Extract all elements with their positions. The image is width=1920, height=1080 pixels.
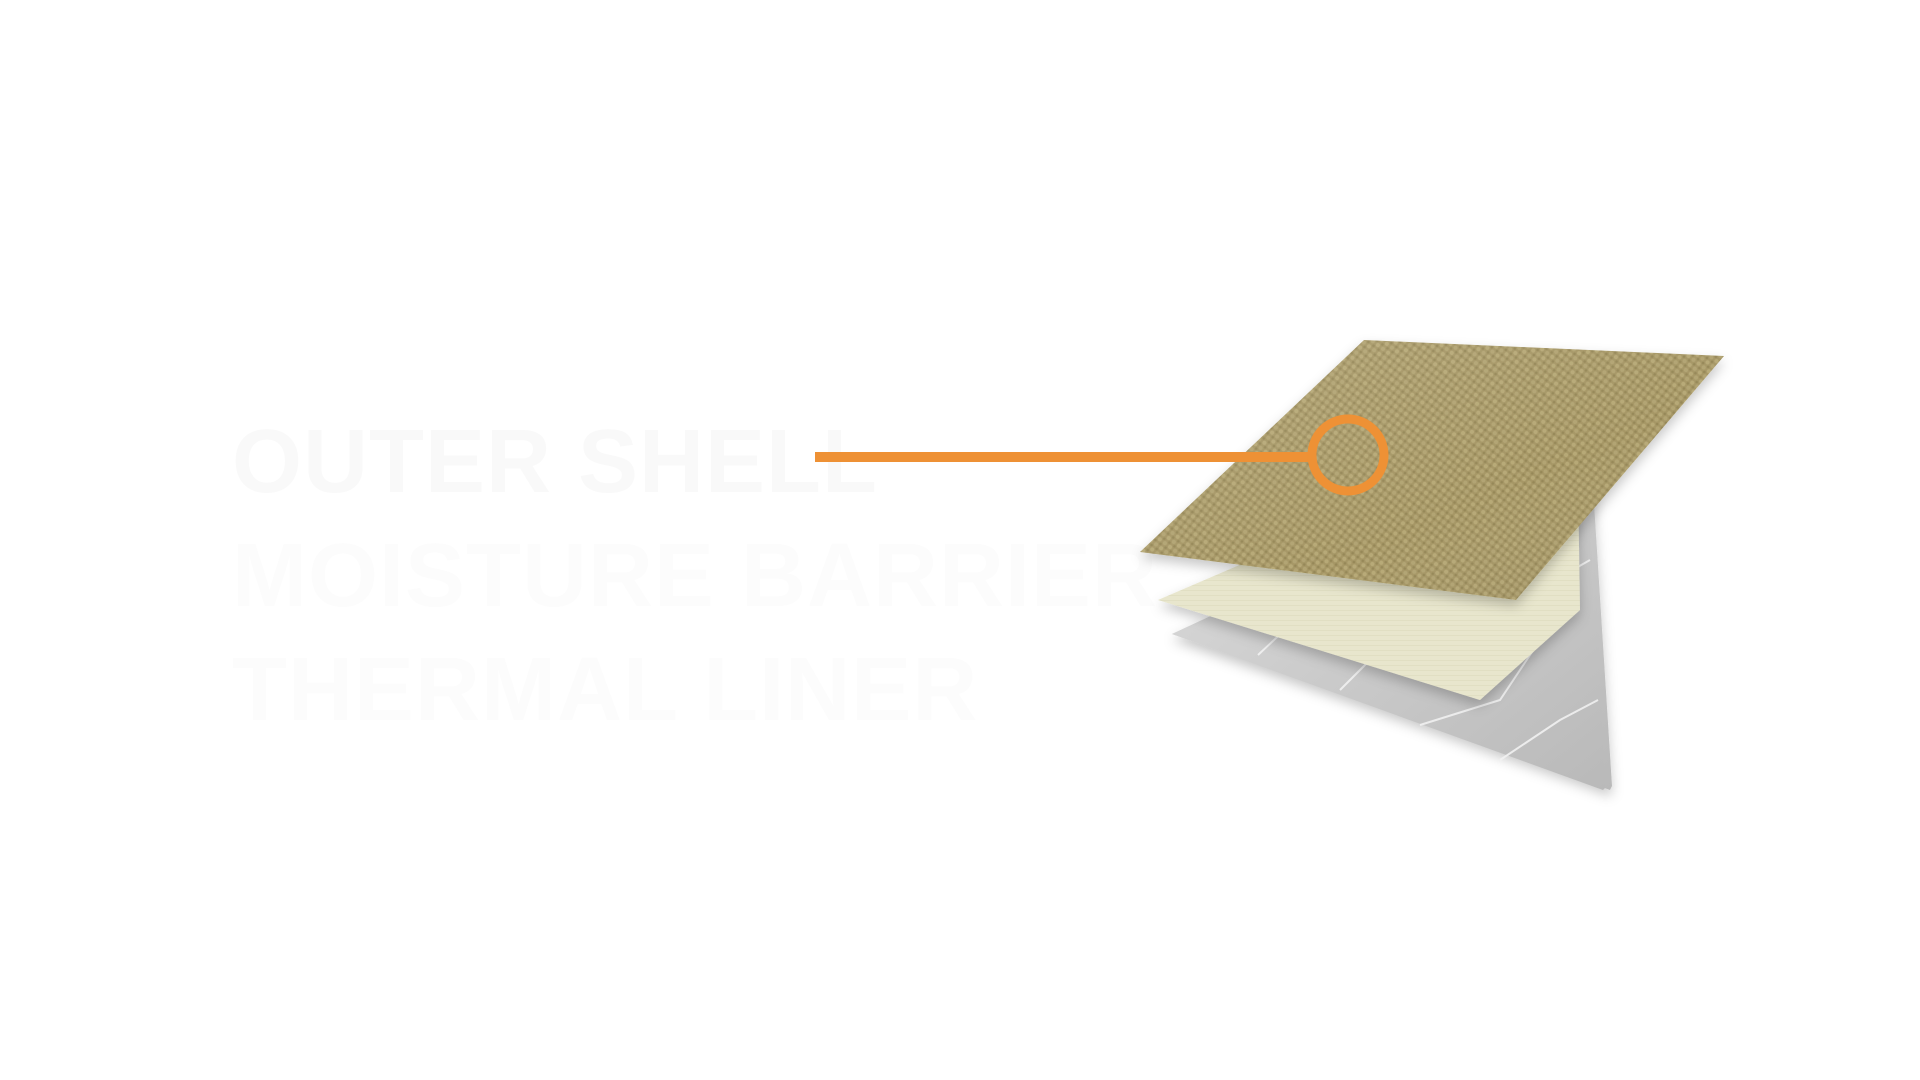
layer-label-list: OUTER SHELL MOISTURE BARRIER THERMAL LIN… (232, 405, 1159, 747)
outer-shell-layer[interactable] (1140, 340, 1724, 600)
label-outer-shell[interactable]: OUTER SHELL (232, 412, 879, 512)
label-moisture-barrier[interactable]: MOISTURE BARRIER (232, 526, 1159, 626)
label-thermal-liner[interactable]: THERMAL LINER (232, 640, 979, 740)
callout-pointer (815, 414, 1389, 496)
callout-ring-icon[interactable] (1307, 414, 1389, 496)
